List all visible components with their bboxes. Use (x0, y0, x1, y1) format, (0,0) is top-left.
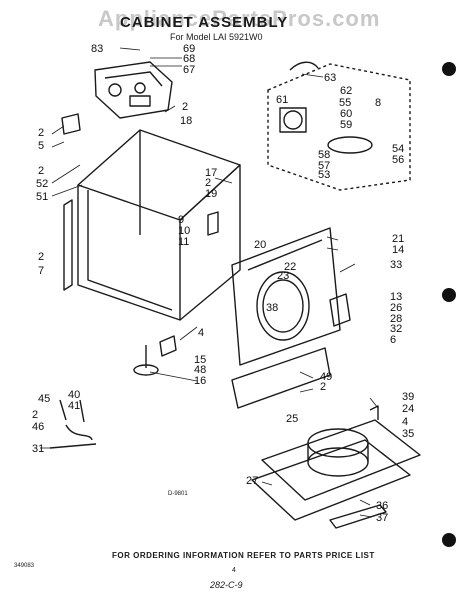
callout-number: 11 (178, 236, 189, 248)
callout-number: 55 (339, 97, 351, 109)
figure-reference: D-9801 (168, 491, 188, 497)
document-number: 349083 (14, 563, 35, 569)
callout-number: 17 (205, 167, 217, 179)
callout-number: 63 (324, 72, 336, 84)
callout-number: 26 (390, 302, 402, 314)
callout-number: 62 (340, 85, 352, 97)
callout-number: 53 (318, 169, 330, 181)
toe-panel (231, 347, 331, 409)
cabinet-box (63, 129, 241, 321)
callout-number: 46 (32, 421, 44, 433)
callout-number: 16 (194, 375, 206, 387)
callout-number: 68 (183, 53, 195, 65)
callout-number: 38 (266, 302, 278, 314)
callout-number: 40 (68, 389, 80, 401)
base-plates (251, 419, 421, 529)
callout-number: 35 (402, 428, 414, 440)
callout-number: 22 (284, 261, 296, 273)
callout-number: 5 (38, 140, 44, 152)
callout-number: 20 (254, 239, 266, 251)
ordering-note: FOR ORDERING INFORMATION REFER TO PARTS … (112, 551, 375, 560)
callout-number: 2 (38, 165, 44, 177)
model-subtitle: For Model LAI 5921W0 (170, 32, 263, 42)
callout-number: 6 (390, 334, 396, 346)
callout-number: 25 (286, 413, 298, 425)
callout-number: 57 (318, 160, 330, 172)
callout-number: 39 (402, 391, 414, 403)
callout-number: 58 (318, 149, 330, 161)
callout-number: 83 (91, 43, 103, 55)
callout-number: 67 (183, 64, 195, 76)
page-title: CABINET ASSEMBLY (120, 14, 289, 31)
callout-number: 10 (178, 225, 190, 237)
callout-number: 59 (340, 119, 352, 131)
callout-number: 31 (32, 443, 44, 455)
callout-labels: 83 69 68 67 2 18 2 5 2 52 51 17 2 19 63 … (32, 43, 414, 524)
callout-number: 36 (376, 500, 388, 512)
callout-number: 24 (402, 403, 414, 415)
callout-number: 33 (390, 259, 402, 271)
callout-number: 2 (38, 127, 44, 139)
watermark: AppliancePartsPros.com (98, 6, 381, 31)
hole-punch-marker (442, 62, 456, 76)
callout-number: 9 (178, 214, 184, 226)
callout-number: 69 (183, 43, 195, 55)
motor-inset (267, 61, 411, 191)
callout-number: 2 (205, 177, 211, 189)
callout-number: 4 (402, 416, 408, 428)
leader-lines (40, 47, 379, 518)
callout-number: 56 (392, 154, 404, 166)
callout-number: 49 (320, 371, 332, 383)
callout-number: 8 (375, 97, 381, 109)
page-number: 4 (232, 567, 236, 574)
callout-number: 4 (198, 327, 204, 339)
hole-punch-marker (442, 288, 456, 302)
callout-number: 19 (205, 188, 217, 200)
callout-number: 21 (392, 233, 404, 245)
callout-number: 15 (194, 354, 206, 366)
callout-number: 37 (376, 512, 388, 524)
callout-number: 2 (320, 381, 326, 393)
callout-number: 32 (390, 323, 402, 335)
callout-number: 7 (38, 265, 44, 277)
hole-punch-marker (442, 533, 456, 547)
callout-number: 13 (390, 291, 402, 303)
control-assembly (94, 61, 173, 119)
callout-number: 2 (38, 251, 44, 263)
callout-number: 41 (68, 400, 80, 412)
callout-number: 14 (392, 244, 404, 256)
page-code: 282-C-9 (210, 580, 243, 590)
callout-number: 54 (392, 143, 404, 155)
callout-number: 27 (246, 475, 258, 487)
callout-number: 52 (36, 178, 48, 190)
callout-number: 23 (277, 270, 289, 282)
callout-number: 45 (38, 393, 50, 405)
callout-number: 18 (180, 115, 192, 127)
callout-number: 60 (340, 108, 352, 120)
hardware (49, 113, 379, 449)
callout-number: 51 (36, 191, 48, 203)
callout-number: 2 (32, 409, 38, 421)
callout-number: 48 (194, 364, 206, 376)
callout-number: 61 (276, 94, 288, 106)
front-panel (231, 227, 341, 366)
callout-number: 28 (390, 313, 402, 325)
callout-number: 2 (182, 101, 188, 113)
